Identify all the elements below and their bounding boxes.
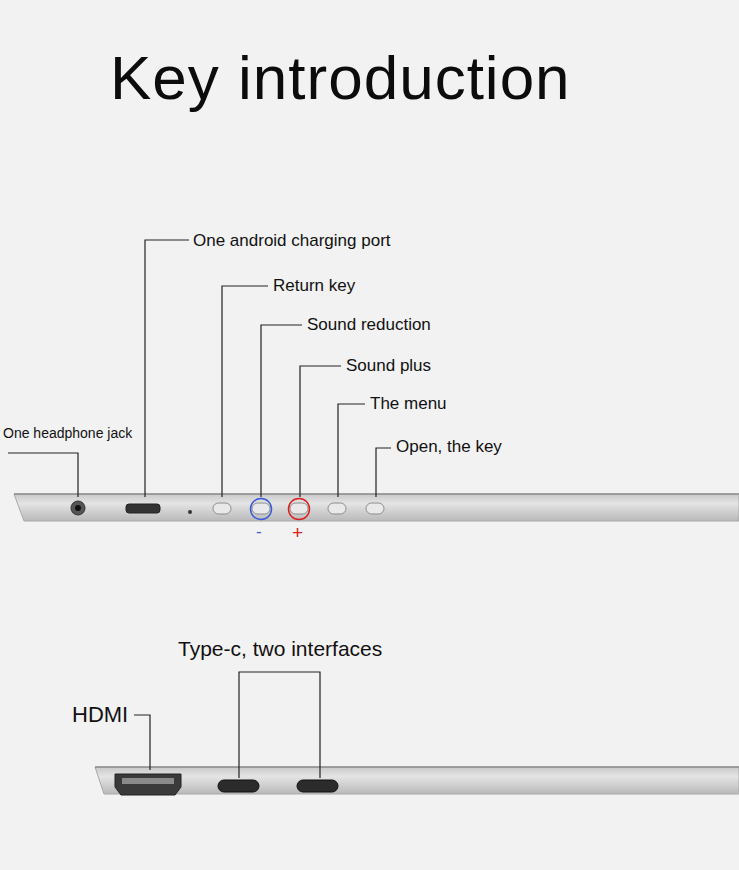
device-edge-top [14,494,739,521]
page-title: Key introduction [110,42,571,113]
callout-label: Return key [273,276,355,296]
callout-label: One headphone jack [3,425,132,441]
callout-label: Sound plus [346,356,431,376]
plus-sign: + [292,522,303,544]
callout-label: One android charging port [193,231,391,251]
callout-label: Open, the key [396,437,502,457]
callout-label: The menu [370,394,447,414]
callout-label: Type-c, two interfaces [178,637,382,661]
device-edge-bottom [95,767,739,795]
leader-lines-bottom [134,672,320,778]
leader-lines [8,240,391,497]
minus-sign: - [256,522,262,542]
callout-label: Sound reduction [307,315,431,335]
port-label: HDMI [72,702,128,727]
